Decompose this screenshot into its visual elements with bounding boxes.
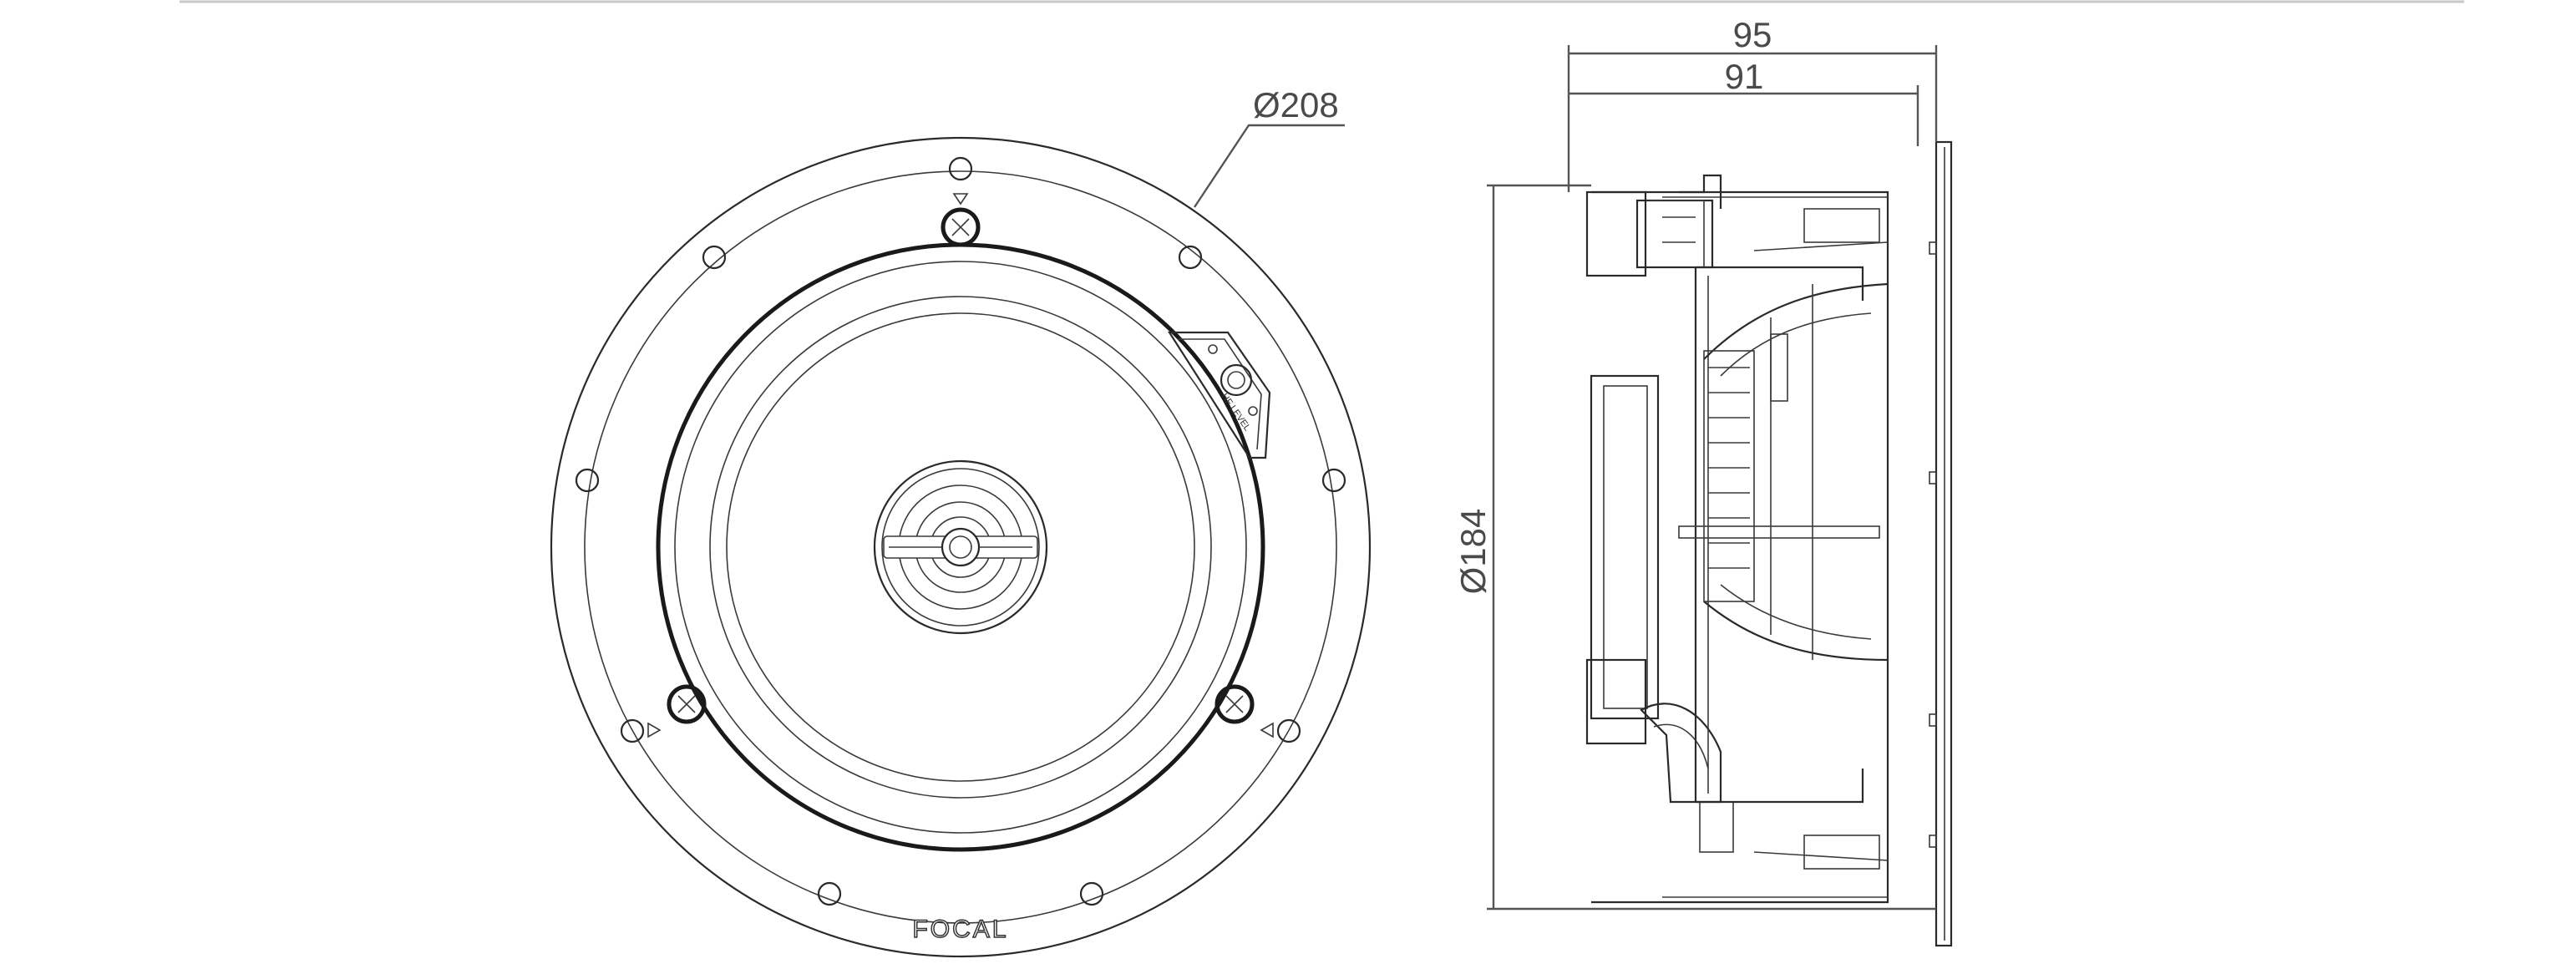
baffle-fasteners	[1929, 241, 1937, 848]
hf-level-knob	[1220, 363, 1253, 397]
cone-inner	[726, 312, 1195, 782]
tweeter	[873, 459, 1048, 635]
dimension-total-depth: 95	[1567, 15, 1938, 192]
clamp-screw-right	[1214, 684, 1274, 738]
outer-rim	[550, 136, 1372, 958]
outer-diameter-label: Ø208	[1253, 85, 1339, 124]
top-clamp	[1585, 174, 1722, 277]
brand-logo: FOCAL	[912, 916, 1008, 943]
bottom-clamp	[1585, 658, 1734, 853]
surround-ring	[709, 296, 1212, 799]
speaker-frame	[1591, 190, 1889, 904]
magnet-assembly	[1590, 374, 1660, 720]
mount-depth-label: 91	[1725, 57, 1764, 96]
cone-outer	[674, 261, 1247, 834]
clamp-screw-top	[941, 193, 981, 247]
hf-level-control: HF LEVEL	[1167, 331, 1271, 459]
dimension-cutout-diameter: Ø184	[1453, 184, 1936, 911]
side-view: 95 91 Ø184	[1453, 15, 1953, 947]
basket	[1694, 208, 1889, 870]
cutout-diameter-label: Ø184	[1453, 509, 1493, 595]
dimension-mount-depth: 91	[1569, 57, 1919, 146]
total-depth-label: 95	[1733, 15, 1772, 54]
outer-diameter-callout: Ø208	[1193, 85, 1345, 208]
voice-coil	[1678, 333, 1880, 602]
clamp-screw-left	[647, 684, 707, 738]
front-view: HF LEVEL	[550, 85, 1372, 958]
front-baffle	[1935, 140, 1953, 947]
mounting-holes	[575, 156, 1346, 906]
mounting-ring	[584, 170, 1337, 924]
